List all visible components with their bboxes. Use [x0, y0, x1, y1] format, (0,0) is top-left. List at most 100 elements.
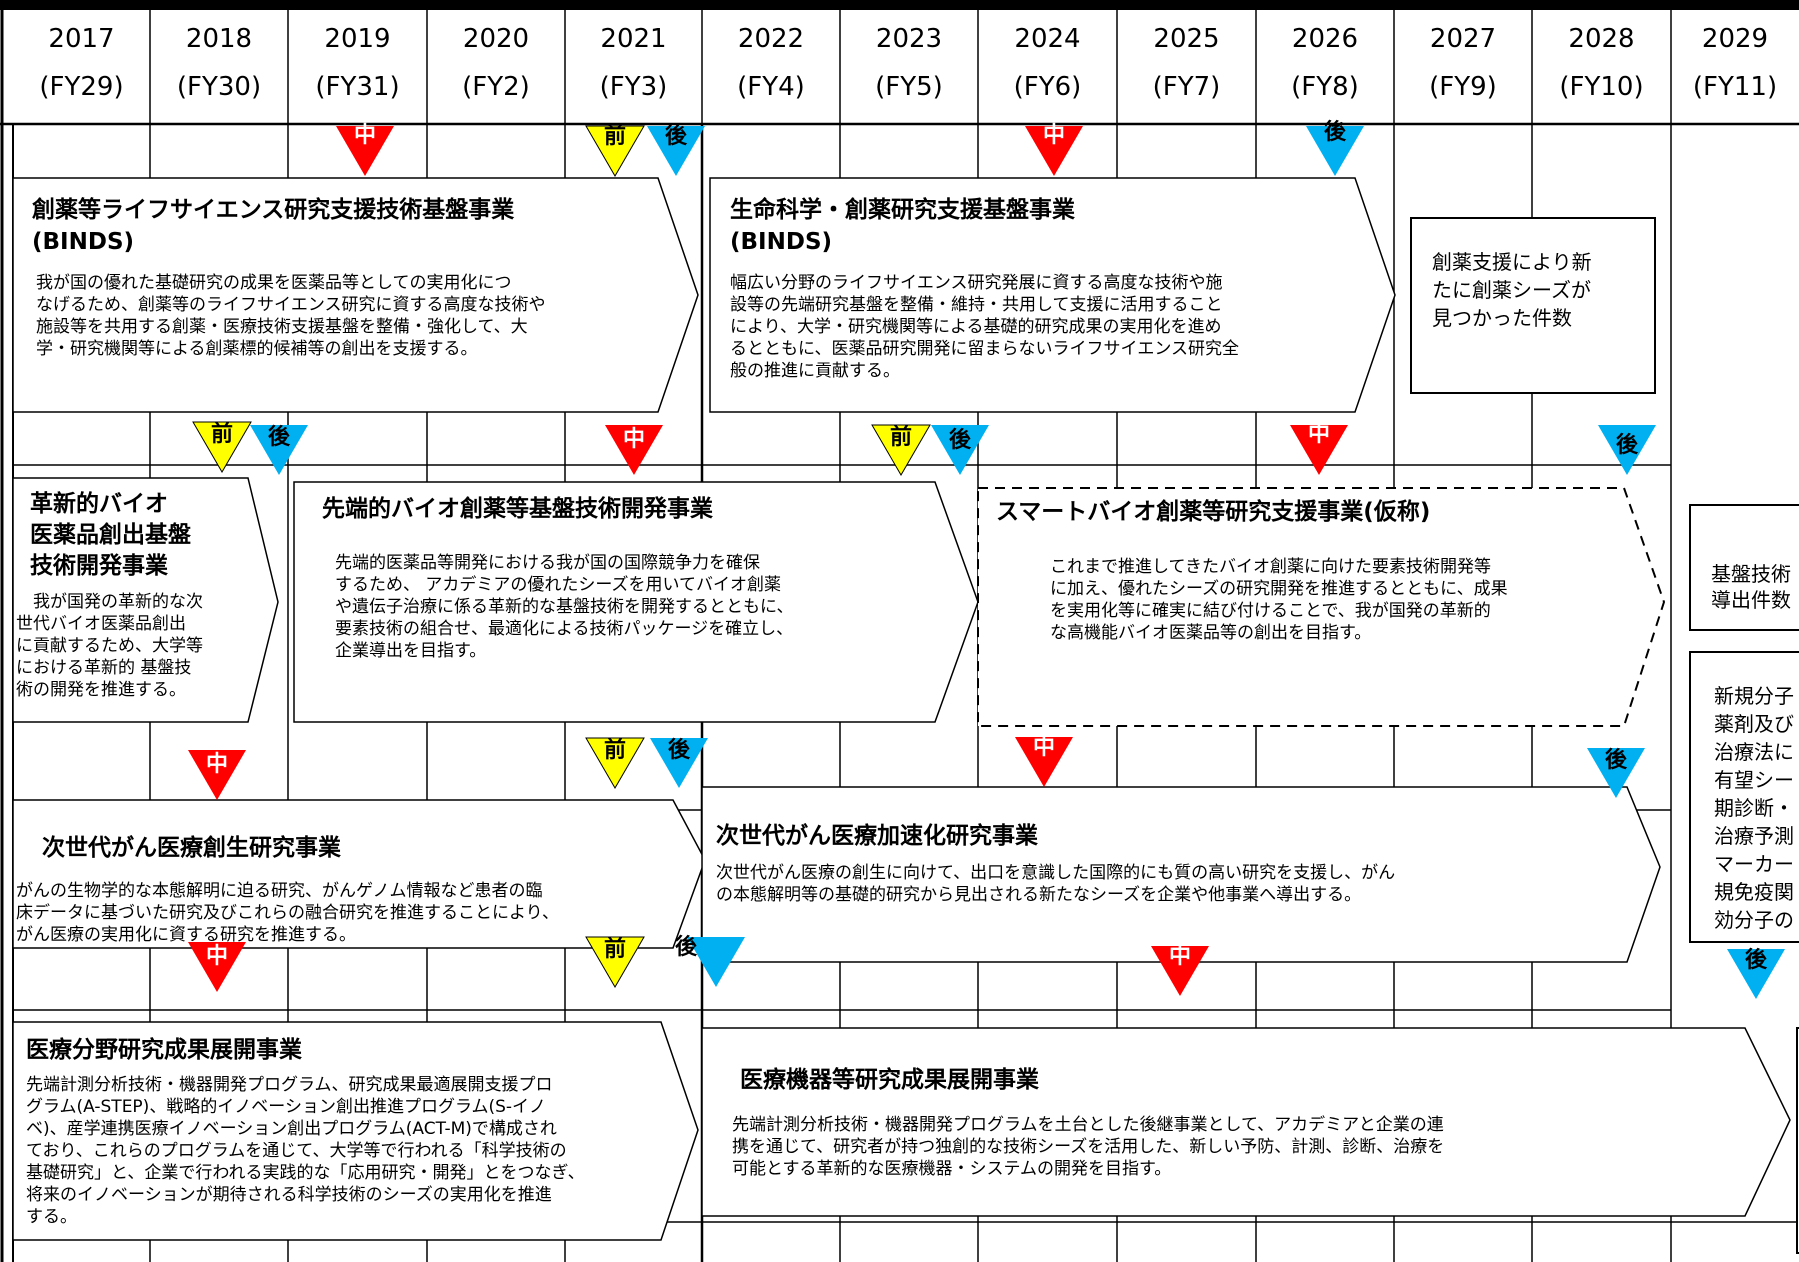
mid-marker-label: 中 — [1168, 944, 1191, 969]
binds1-desc-2: 施設等を共用する創薬・医療技術支援基盤を整備・強化して、大 — [36, 317, 528, 337]
year-col-4: 2021(FY3) — [565, 12, 702, 124]
post-marker-label: 後 — [667, 738, 690, 763]
cancer-outcome-line-7: 規免疫関 — [1714, 880, 1794, 904]
binds-outcome-line-2: 見つかった件数 — [1432, 306, 1572, 330]
year-label: 2026 — [1291, 24, 1359, 54]
post-marker — [1306, 126, 1364, 176]
med1-desc-3: ており、これらのプログラムを通じて、大学等で行われる「科学技術の — [26, 1141, 567, 1161]
pre-marker — [585, 125, 645, 177]
mid-marker-label: 中 — [205, 752, 228, 777]
med1-desc-1: グラム(A-STEP)、戦略的イノベーション創出推進プログラム(S-イノ — [26, 1097, 547, 1117]
cancer-outcome-line-5: 治療予測 — [1714, 824, 1794, 848]
mid-marker — [188, 942, 246, 992]
binds2-desc-4: 般の推進に貢献する。 — [730, 361, 900, 381]
year-label: 2027 — [1429, 24, 1497, 54]
bio2-desc-4: 企業導出を目指す。 — [335, 641, 487, 661]
fy-label: (FY7) — [1152, 72, 1221, 102]
cancer2-arrow — [701, 786, 1661, 963]
post-marker — [250, 425, 308, 475]
binds1-title: 創薬等ライフサイエンス研究支援技術基盤事業 — [32, 197, 515, 223]
binds2-desc-2: により、大学・研究機関等による基礎的研究成果の実用化を進め — [730, 317, 1222, 337]
year-col-9: 2026 (FY8) — [1256, 12, 1394, 124]
year-label: 2025 — [1153, 24, 1220, 54]
binds1-arrow — [12, 177, 699, 413]
cancer-outcome-line-4: 期診断・ — [1714, 796, 1794, 820]
binds-outcome-box — [1410, 217, 1656, 394]
year-label: 2029 — [1701, 24, 1769, 54]
year-col-5: 2022(FY4) — [702, 12, 840, 124]
cancer2-desc-1: の本態解明等の基礎的研究から見出される新たなシーズを企業や他事業へ導出する。 — [716, 885, 1362, 905]
fy-label: (FY29) — [39, 72, 124, 102]
post-marker — [931, 425, 989, 475]
pre-markers — [192, 125, 931, 988]
post-marker-label: 後 — [1744, 948, 1767, 973]
bio3-desc-3: な高機能バイオ医薬品等の創出を目指す。 — [1050, 623, 1372, 643]
cancer1-desc-2: がん医療の実用化に資する研究を推進する。 — [16, 925, 356, 945]
bio2-title: 先端的バイオ創薬等基盤技術開発事業 — [322, 496, 713, 522]
bio2-desc-2: や遺伝子治療に係る革新的な基盤技術を開発するとともに、 — [335, 597, 794, 617]
bio-outcome-line-0: 基盤技術 — [1711, 562, 1791, 586]
fy-label: (FY9) — [1429, 72, 1497, 102]
fy-label: (FY3) — [599, 72, 668, 102]
binds2-desc-1: 設等の先端研究基盤を整備・維持・共用して支援に活用すること — [730, 295, 1223, 315]
cancer1-arrow — [12, 799, 706, 949]
mid-marker — [1015, 737, 1073, 787]
year-col-8: 2025 (FY7) — [1117, 12, 1256, 124]
med1-arrow — [12, 1021, 699, 1241]
binds1-title-sub: (BINDS) — [32, 229, 135, 255]
fy-label: (FY8) — [1291, 72, 1359, 102]
cancer2-desc-0: 次世代がん医療の創生に向けて、出口を意識した国際的にも質の高い研究を支援し、がん — [716, 863, 1396, 883]
year-label: 2020 — [462, 24, 530, 54]
cancer-outcome-line-1: 薬剤及び — [1714, 712, 1794, 736]
bio2-desc-0: 先端的医薬品等開発における我が国の国際競争力を確保 — [335, 553, 760, 573]
post-marker — [1587, 748, 1645, 798]
binds2-desc-3: るとともに、医薬品研究開発に留まらないライフサイエンス研究全 — [730, 339, 1239, 359]
cancer1-desc-0: がんの生物学的な本態解明に迫る研究、がんゲノム情報など患者の臨 — [16, 881, 543, 901]
mid-marker-label: 中 — [1042, 123, 1065, 148]
pre-marker-label: 前 — [603, 124, 626, 149]
year-col-7: 2024(FY6) — [978, 12, 1117, 124]
fy-label: (FY4) — [737, 72, 805, 102]
med1-desc-4: 基礎研究」と、企業で行われる実践的な「応用研究・開発」とをつなぎ、 — [26, 1163, 585, 1183]
fy-label: (FY30) — [176, 72, 262, 102]
year-label: 2028 — [1568, 24, 1635, 54]
cancer-outcome-line-2: 治療法に — [1714, 740, 1794, 764]
year-col-6: 2023(FY5) — [840, 12, 978, 124]
binds-outcome-line-1: たに創薬シーズが — [1432, 278, 1591, 302]
post-marker-label: 後 — [664, 124, 687, 149]
cancer-outcome-box — [1689, 651, 1799, 943]
cancer-outcome-line-3: 有望シー — [1714, 768, 1794, 792]
post-marker — [650, 738, 708, 788]
year-label: 2019 — [324, 24, 391, 54]
post-marker-label: 後 — [674, 935, 697, 960]
fy-label: (FY5) — [875, 72, 943, 102]
year-col-1: 2018 (FY30) — [150, 12, 288, 124]
year-label: 2018 — [185, 24, 253, 54]
pre-marker — [871, 424, 931, 476]
fy-label: (FY11) — [1692, 72, 1778, 102]
bio1-desc-4: 術の開発を推進する。 — [16, 680, 186, 700]
mid-marker-label: 中 — [1032, 735, 1055, 760]
med2-desc-2: 可能とする革新的な医療機器・システムの開発を目指す。 — [732, 1159, 1172, 1179]
year-label: 2024 — [1014, 24, 1081, 54]
bio3-arrow — [977, 487, 1666, 727]
year-col-11: 2028(FY10) — [1532, 12, 1671, 124]
bio1-title-1: 医薬品創出基盤 — [30, 522, 191, 548]
mid-marker — [188, 750, 246, 800]
binds2-desc-0: 幅広い分野のライフサイエンス研究発展に資する高度な技術や施 — [730, 273, 1223, 293]
post-marker — [1598, 425, 1656, 475]
med1-desc-6: する。 — [26, 1207, 77, 1227]
cancer-outcome-line-8: 効分子の — [1714, 908, 1794, 932]
binds2-title-sub: (BINDS) — [730, 229, 833, 255]
post-markers — [250, 126, 1785, 999]
mid-marker-label: 中 — [205, 944, 228, 969]
binds-outcome-line-0: 創薬支援により新 — [1432, 250, 1592, 274]
med2-desc-0: 先端計測分析技術・機器開発プログラムを土台とした後継事業として、アカデミアと企業… — [732, 1115, 1444, 1135]
med1-desc-2: ベ)、産学連携医療イノベーション創出プログラム(ACT-M)で構成され — [26, 1119, 557, 1139]
mid-marker — [605, 425, 663, 475]
mid-marker-label: 中 — [622, 427, 645, 452]
year-col-2: 2019(FY31) — [288, 12, 427, 124]
year-col-10: 2027 (FY9) — [1394, 12, 1532, 124]
